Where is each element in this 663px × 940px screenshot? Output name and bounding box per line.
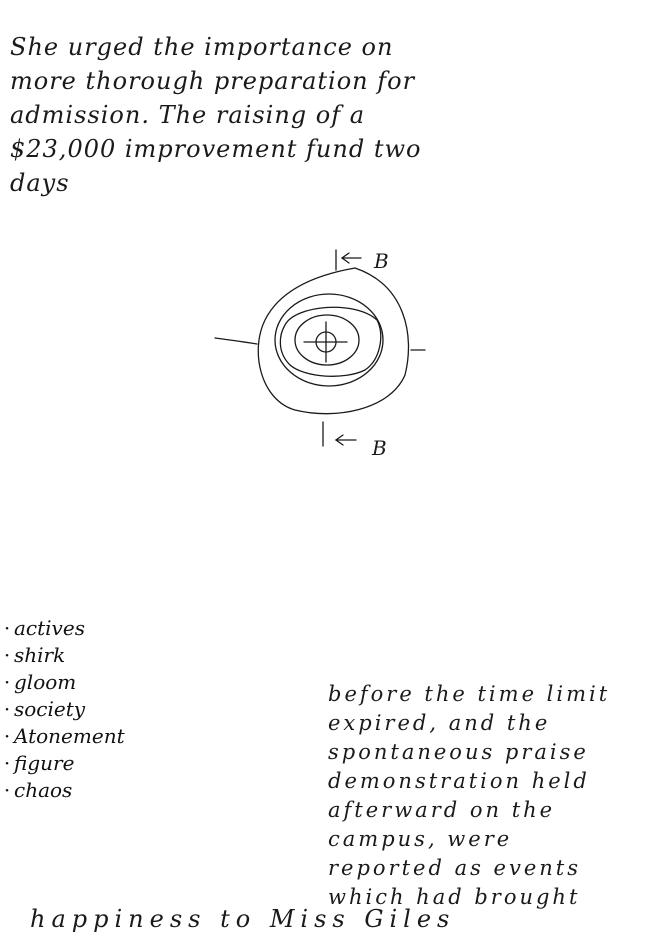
text-line: expired, and the <box>328 711 551 735</box>
middle-ring <box>274 293 384 387</box>
text-line: campus, were <box>328 827 513 851</box>
list-item: ·gloom <box>3 670 77 694</box>
section-label-bottom: B <box>371 436 387 460</box>
list-item: ·Atonement <box>3 724 125 748</box>
section-sketch-drawing: B B <box>214 249 426 460</box>
text-line: more thorough preparation for <box>10 67 416 95</box>
inner-core <box>294 314 360 366</box>
inner-wavy-ring <box>279 306 382 377</box>
text-line: which had brought <box>328 885 581 909</box>
outer-arc <box>257 267 410 415</box>
text-line: before the time limit <box>328 682 611 706</box>
text-line: afterward on the <box>328 798 556 822</box>
list-item: ·chaos <box>3 778 73 802</box>
handwritten-closing-line: happiness to Miss Giles <box>30 905 456 933</box>
text-line: admission. The raising of a <box>10 101 366 129</box>
list-item: ·actives <box>3 616 85 640</box>
list-item: ·figure <box>3 751 75 775</box>
handwritten-paragraph-top: She urged the importance on more thoroug… <box>10 30 421 200</box>
list-item: ·shirk <box>3 643 66 667</box>
list-item: ·society <box>3 697 86 721</box>
word-list: ·actives ·shirk ·gloom ·society ·Atoneme… <box>0 615 125 804</box>
section-label-top: B <box>373 249 389 273</box>
left-axis-line <box>214 337 258 345</box>
handwritten-paragraph-right: before the time limit expired, and the s… <box>328 680 610 912</box>
text-line: demonstration held <box>328 769 590 793</box>
text-line: spontaneous praise <box>328 740 589 764</box>
text-line: days <box>10 169 70 197</box>
text-line: reported as events <box>328 856 582 880</box>
text-line: She urged the importance on <box>10 33 394 61</box>
text-line: $23,000 improvement fund two <box>10 135 422 163</box>
